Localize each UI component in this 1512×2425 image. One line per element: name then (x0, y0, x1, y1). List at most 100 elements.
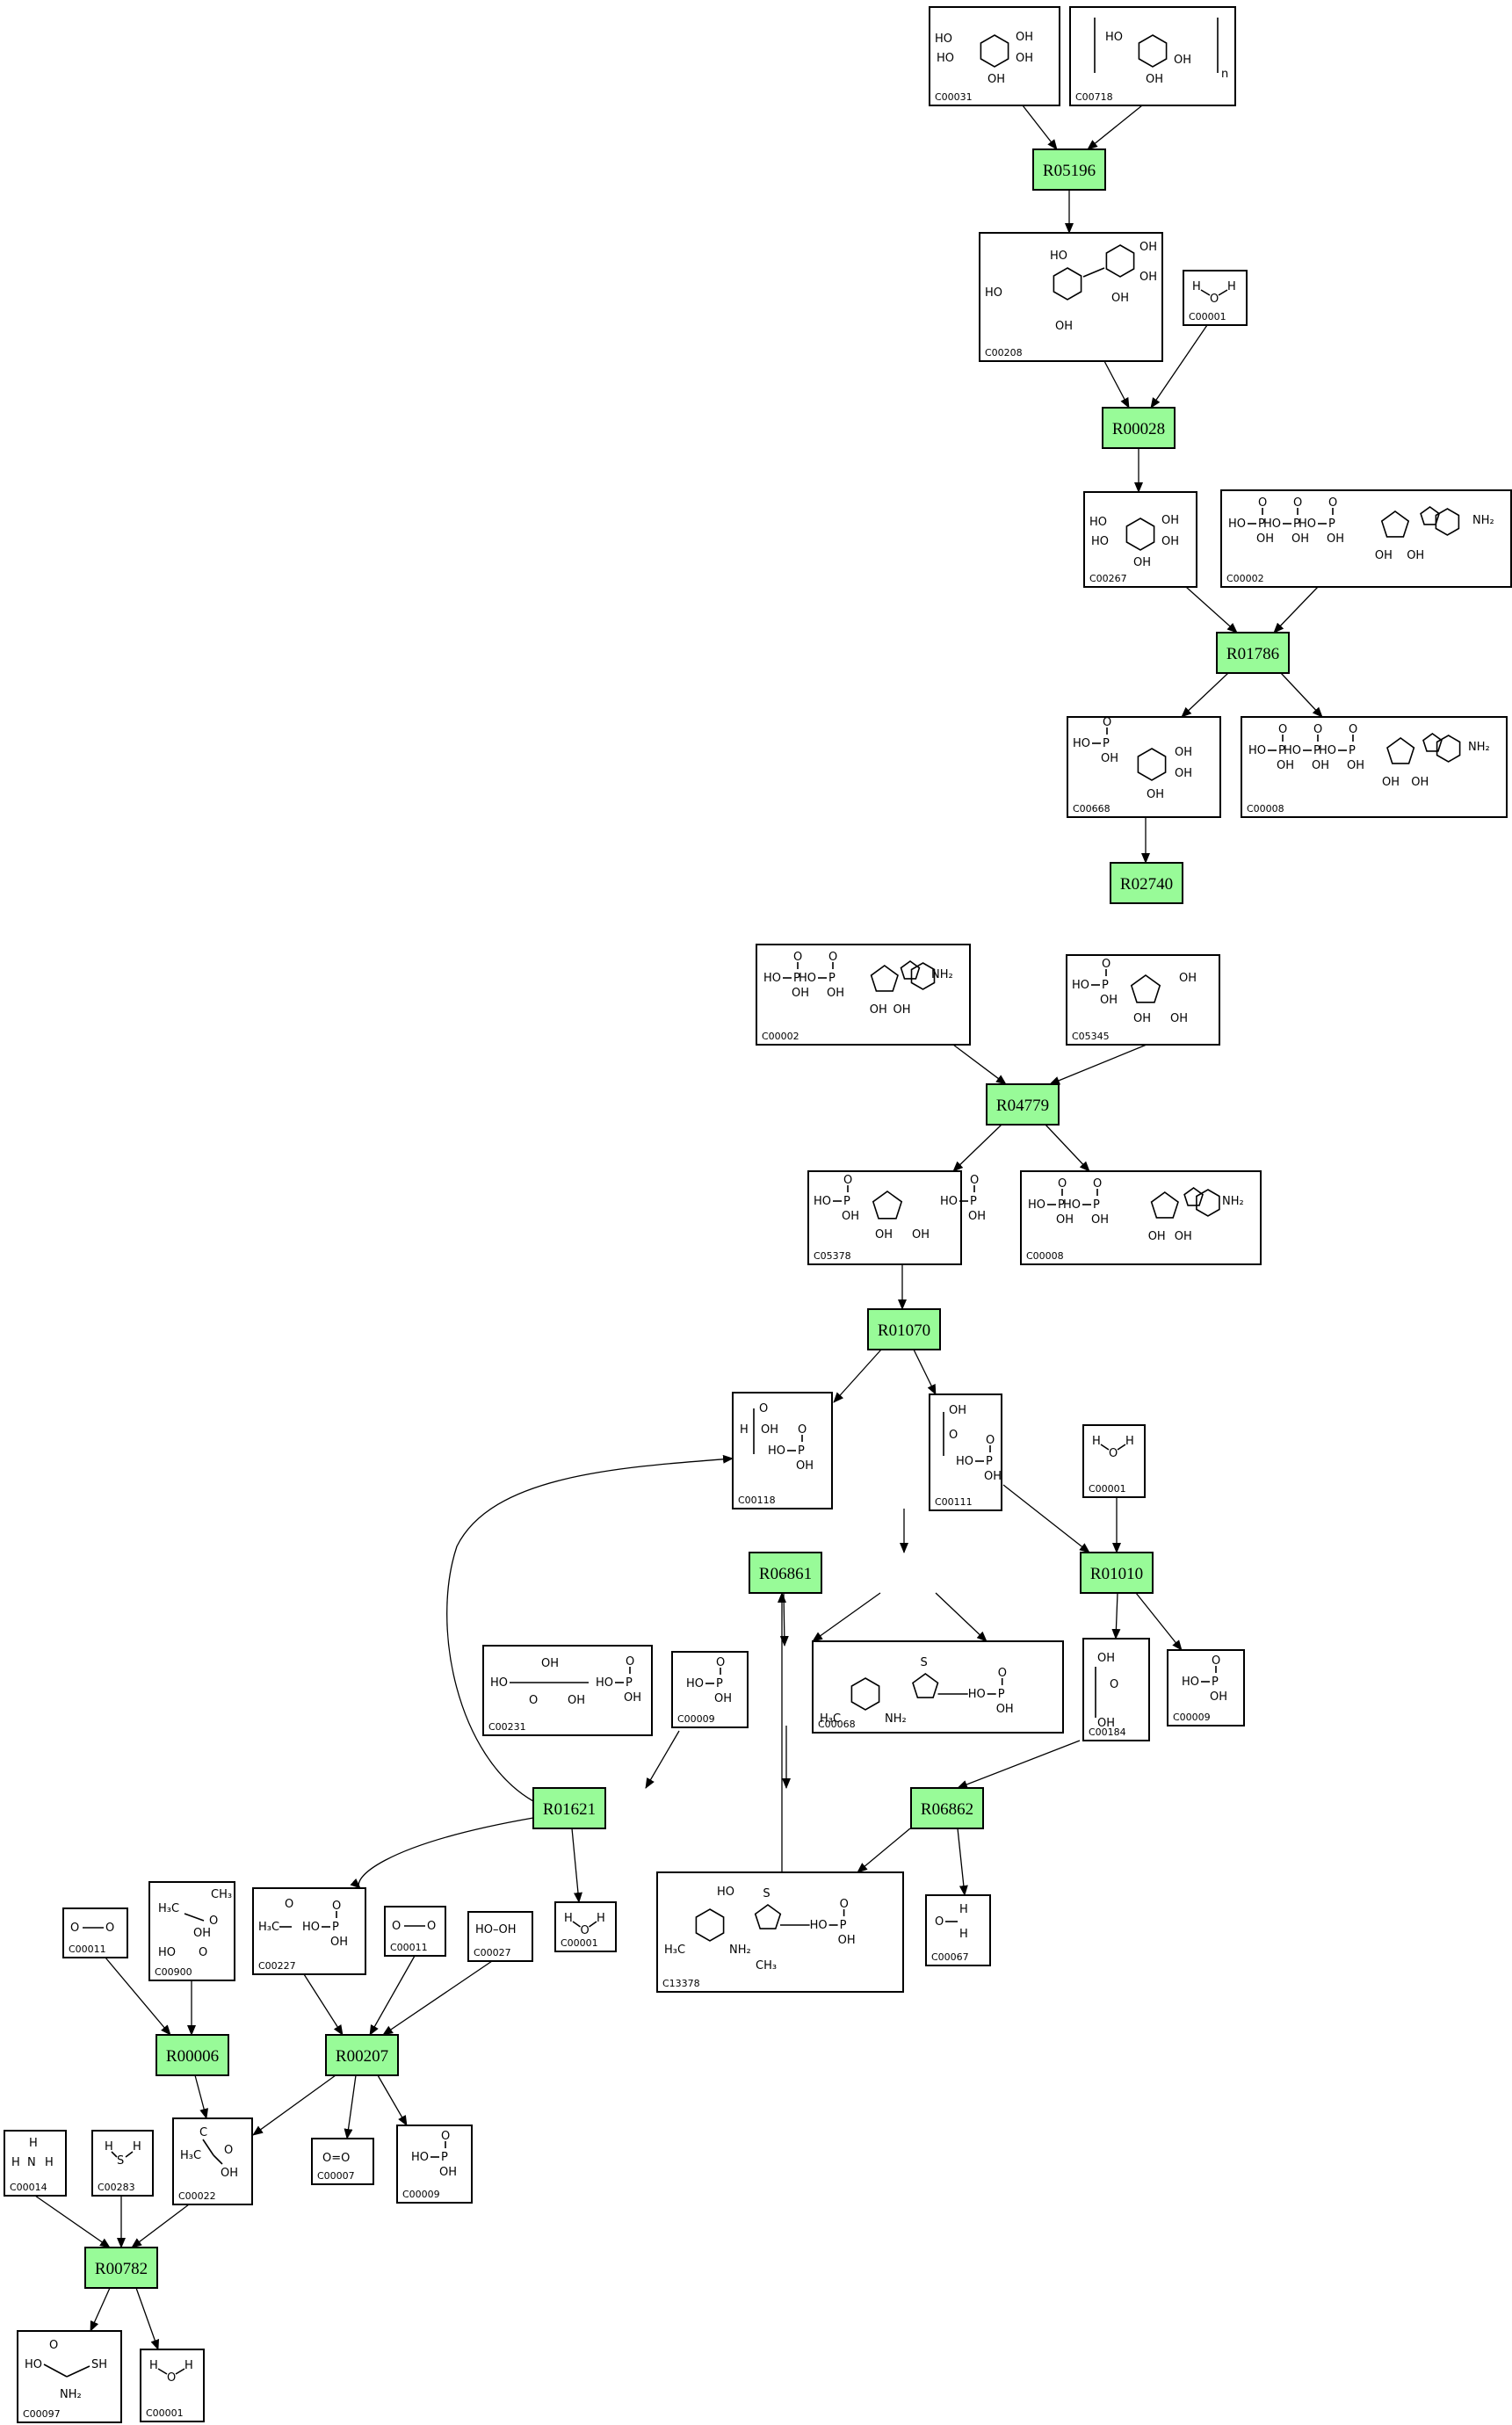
atom-label: OH (1382, 776, 1400, 789)
reaction-edge (344, 2074, 357, 2139)
compound-box (148, 1881, 235, 1981)
atom-label: OH (1277, 759, 1294, 772)
reaction-box (1080, 1552, 1154, 1594)
reaction-edge (1087, 105, 1143, 150)
compound-id: C00097 (23, 2408, 61, 2420)
atom-label: OH (893, 1003, 911, 1017)
reaction-node[interactable]: R05196 (1032, 148, 1106, 191)
reaction-node[interactable]: R00207 (325, 2034, 399, 2076)
compound-id: C00208 (985, 347, 1023, 358)
reaction-node[interactable]: R00782 (84, 2247, 158, 2289)
atom-label: H (184, 2359, 193, 2372)
atom-label: P (843, 1195, 850, 1208)
atom-label: OH (1411, 776, 1429, 789)
reaction-node[interactable]: R01621 (532, 1787, 606, 1829)
atom-label: H (597, 1912, 605, 1925)
atom-label: O (224, 2144, 233, 2157)
atom-label: O (529, 1694, 538, 1707)
atom-label: OH (949, 1404, 966, 1417)
ring-bond (1380, 510, 1410, 538)
compound-box (671, 1651, 749, 1728)
atom-label: P (1278, 744, 1285, 757)
reaction-node[interactable]: R00028 (1102, 407, 1176, 449)
reaction-edge (952, 1044, 1007, 1085)
bond (202, 2139, 214, 2156)
reaction-edge (779, 1592, 789, 1647)
reaction-box (325, 2034, 399, 2076)
reaction-node[interactable]: R01010 (1080, 1552, 1154, 1594)
reaction-box (986, 1083, 1060, 1126)
reaction-node[interactable]: R01070 (867, 1308, 941, 1350)
atom-label: H (1125, 1435, 1134, 1448)
reaction-node[interactable]: R01786 (1216, 632, 1290, 674)
compound-box (62, 1907, 128, 1958)
atom-label: HO (158, 1946, 176, 1959)
reaction-node[interactable]: R00006 (156, 2034, 229, 2076)
reaction-edge (1049, 1044, 1147, 1085)
reaction-edge (252, 2074, 336, 2136)
atom-label: HO (937, 52, 954, 65)
compound-box (1082, 1638, 1150, 1741)
ring-bond (754, 1904, 782, 1929)
reaction-node[interactable]: R06861 (749, 1552, 822, 1594)
reaction-node[interactable]: R02740 (1110, 862, 1183, 904)
reaction-edge (1045, 1124, 1090, 1172)
compound-box (1069, 6, 1236, 106)
atom-label: OH (1101, 752, 1118, 765)
atom-label: O (986, 1434, 995, 1447)
reaction-edge (952, 1124, 1002, 1172)
atom-label: OH (1097, 1717, 1115, 1730)
compound-box (756, 944, 971, 1046)
compound-box (17, 2330, 122, 2423)
atom-label: HO (1284, 744, 1301, 757)
reaction-edge (105, 1957, 171, 2036)
atom-label: S (117, 2154, 124, 2168)
atom-label: O (441, 2130, 450, 2143)
atom-label: P (840, 1919, 847, 1932)
atom-label: O (843, 1174, 852, 1187)
atom-label: O (793, 951, 802, 964)
atom-label: P (1313, 744, 1320, 757)
atom-label: HO (1248, 744, 1266, 757)
compound-box (1067, 716, 1221, 818)
atom-label: H₃C (180, 2149, 201, 2162)
reaction-node[interactable]: R06862 (910, 1787, 984, 1829)
reaction-node[interactable]: R04779 (986, 1083, 1060, 1126)
atom-label: O (285, 1898, 293, 1911)
